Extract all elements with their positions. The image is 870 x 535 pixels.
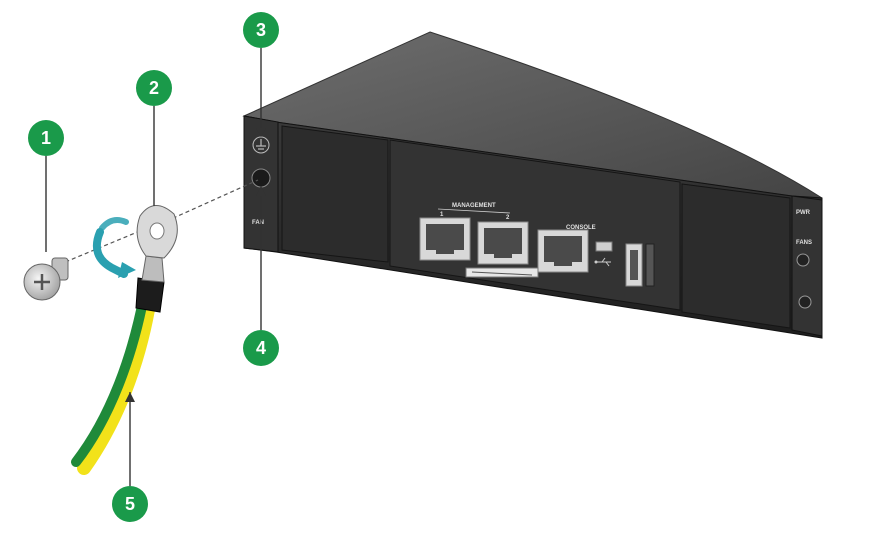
ground-terminal-icon <box>136 205 178 259</box>
ground-hole <box>251 168 271 188</box>
rotate-arrow-icon <box>93 217 136 278</box>
right-mounting-ear <box>791 195 823 337</box>
usb-icon <box>594 257 611 267</box>
port-2-label: 2 <box>506 215 510 221</box>
psu-label-top: PWR <box>796 210 811 216</box>
ethernet-port-2 <box>477 221 529 265</box>
callout-2-label: 2 <box>149 78 159 98</box>
usb-port <box>625 243 643 287</box>
console-port <box>537 229 589 273</box>
cable-sleeve <box>135 277 165 313</box>
management-ports-label: MANAGEMENT <box>452 203 496 209</box>
management-module <box>389 139 681 311</box>
port-1-label: 1 <box>440 212 444 218</box>
callout-1-label: 1 <box>41 128 51 148</box>
ground-port-label: FAN <box>252 220 264 226</box>
chassis-top <box>242 31 823 199</box>
callout-3-label: 3 <box>256 20 266 40</box>
left-slot-cover <box>281 125 389 263</box>
screw-icon <box>23 257 69 301</box>
ground-symbol-icon <box>252 136 270 154</box>
callout-4-label: 4 <box>256 338 266 358</box>
callout-1: 1 <box>28 120 64 156</box>
lug-neck <box>141 255 165 283</box>
console-port-label: CONSOLE <box>566 225 596 231</box>
right-slot-cover <box>681 183 791 329</box>
grounding-cable <box>71 255 165 475</box>
callout-4: 4 <box>243 330 279 366</box>
right-ear-screw-bottom <box>798 295 812 309</box>
callout-3: 3 <box>243 12 279 48</box>
status-indicator-strip <box>465 267 539 278</box>
module-handle <box>645 243 655 287</box>
cable-green-body <box>71 291 149 467</box>
psu-label-bottom: FANS <box>796 240 812 246</box>
callout-5: 5 <box>112 486 148 522</box>
mini-usb-port <box>595 241 613 252</box>
callout-2: 2 <box>136 70 172 106</box>
device-chassis: FAN MANAGEMENT 1 2 CONSOLE <box>242 31 823 339</box>
callout-leaders <box>45 48 266 486</box>
ethernet-port-1 <box>419 217 471 261</box>
right-ear-screw-top <box>796 253 810 267</box>
cable-yellow-stripe <box>77 291 157 475</box>
callout-5-label: 5 <box>125 494 135 514</box>
